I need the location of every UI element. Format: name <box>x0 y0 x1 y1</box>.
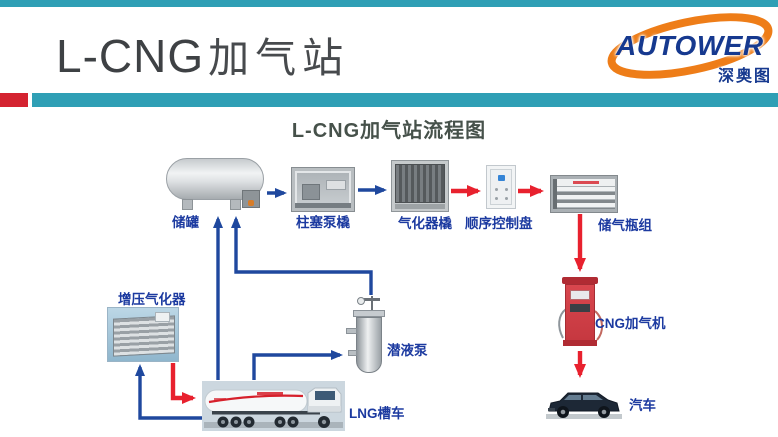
vaporizer-skid-label: 气化器橇 <box>398 216 452 231</box>
separator-red-block <box>0 93 28 107</box>
plunger-pump-skid-image <box>291 167 355 212</box>
separator-teal-bar <box>32 93 778 107</box>
dispenser-top <box>562 277 598 284</box>
dispenser-base <box>563 340 597 346</box>
lng-tanker-image <box>202 381 345 431</box>
page-title-chinese: 加气站 <box>208 34 350 82</box>
control-panel-door <box>490 169 512 205</box>
storage-tank-image <box>164 156 268 214</box>
dispenser-screen <box>570 290 590 300</box>
pump-flange <box>353 310 385 317</box>
pump-stem <box>371 296 373 310</box>
boost-vaporizer-label: 增压气化器 <box>118 292 186 307</box>
tank-valve <box>248 200 254 206</box>
flow-tanker-to-subpump <box>252 350 343 380</box>
tank-piping <box>242 190 260 208</box>
tanker-label: LNG槽车 <box>349 406 405 421</box>
logo-swoosh-icon <box>607 13 773 79</box>
pump-skid-label: 柱塞泵橇 <box>296 215 350 230</box>
flow-tanker-to-boostvaporizer <box>135 364 203 420</box>
dispenser-display-band <box>570 304 590 312</box>
pump-block <box>326 180 346 190</box>
vaporizer-skid-image <box>391 160 449 212</box>
company-logo: AUTOWER 深奥图 <box>606 10 778 88</box>
cylinder-red-text <box>573 181 599 184</box>
gas-cylinder-group-image <box>550 175 618 213</box>
tank-leg <box>230 199 241 210</box>
submersible-pump-label: 潜液泵 <box>387 343 428 358</box>
tank-label: 储罐 <box>172 215 199 230</box>
car-illustration <box>546 392 622 419</box>
pressure-gauge-icon <box>357 297 365 305</box>
sequence-control-panel-image <box>486 165 516 209</box>
boost-vaporizer-panel <box>155 312 170 322</box>
dispenser-label: CNG加气机 <box>595 316 666 331</box>
cylinder-tubes <box>557 187 615 209</box>
pump-nozzle <box>346 328 357 334</box>
tank-leg <box>182 199 193 210</box>
page-title-latin: L-CNG <box>56 30 205 82</box>
tanker-illustration <box>202 381 345 431</box>
control-panel-knob <box>505 197 508 200</box>
top-accent-bar <box>0 0 778 7</box>
cylinder-group-label: 储气瓶组 <box>598 218 652 233</box>
car-label: 汽车 <box>629 398 656 413</box>
logo-brand-text: AUTOWER <box>616 30 764 61</box>
pump-handle <box>364 298 380 301</box>
control-panel-knob <box>505 188 508 191</box>
pump-body <box>356 317 382 373</box>
skid-beam <box>295 203 351 208</box>
dispenser-hoses <box>558 308 603 341</box>
logo-chinese-text: 深奥图 <box>717 68 772 85</box>
car-image <box>544 383 624 421</box>
diagram-title: L-CNG加气站流程图 <box>291 120 487 142</box>
cng-dispenser-image <box>554 277 606 349</box>
title-separator <box>0 93 778 107</box>
control-panel-display <box>498 175 505 181</box>
flow-boostvaporizer-to-tanker <box>170 363 196 404</box>
vaporizer-fins <box>395 164 445 203</box>
submersible-pump-image <box>346 296 392 378</box>
control-panel-knob <box>495 197 498 200</box>
pump-nozzle <box>348 350 357 356</box>
page-title: L-CNG加气站 <box>56 24 349 84</box>
control-panel-knob <box>495 188 498 191</box>
control-panel-label: 顺序控制盘 <box>465 216 533 231</box>
pump-block <box>302 184 320 200</box>
cylinder-frame <box>553 179 557 209</box>
boost-vaporizer-image <box>107 307 179 362</box>
vaporizer-base <box>395 204 445 209</box>
